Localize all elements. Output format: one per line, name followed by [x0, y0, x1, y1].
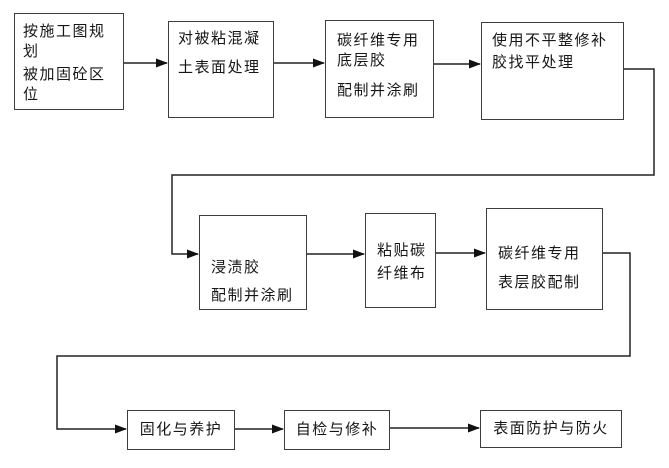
flow-box-label-line: 对被粘混凝 — [178, 30, 261, 47]
flow-box-label-line: 粘贴碳 — [377, 242, 427, 259]
flow-box-primer: 碳纤维专用 底层胶 配制并涂刷 — [325, 20, 434, 118]
flow-box-inspection: 自检与修补 — [284, 410, 390, 450]
flow-box-label-line: 胶找平处理 — [492, 54, 575, 71]
flow-box-surface-treatment: 对被粘混凝 土表面处理 — [168, 21, 274, 118]
flow-box-topcoat: 碳纤维专用 表层胶配制 — [486, 208, 603, 310]
flow-box-label-line: 浸渍胶 — [211, 259, 261, 276]
flow-box-impregnation: 浸渍胶 配制并涂刷 — [199, 215, 307, 310]
flow-box-label-line: 底层胶 — [337, 52, 387, 69]
connector-leveling-to-impregnation — [171, 68, 655, 259]
flow-box-paste-cfrp: 粘贴碳 纤维布 — [365, 213, 436, 308]
flow-box-label-line: 表面防护与防火 — [493, 420, 609, 437]
flow-box-label-line: 配制并涂刷 — [337, 82, 420, 99]
flow-box-label-line: 碳纤维专用 — [337, 32, 420, 49]
connector-topcoat-to-curing — [56, 252, 631, 434]
flow-box-label-line: 按施工图规划 — [23, 23, 106, 60]
flow-box-label-line: 自检与修补 — [295, 421, 379, 438]
flow-box-label-line: 配制并涂刷 — [211, 287, 294, 304]
flow-box-curing: 固化与养护 — [127, 410, 235, 450]
flow-box-label-line: 固化与养护 — [139, 421, 223, 438]
flow-box-label-line: 碳纤维专用 — [498, 245, 581, 262]
flow-box-plan-region: 按施工图规划 被加固砼区位 — [14, 13, 124, 110]
flow-box-fire-protection: 表面防护与防火 — [480, 410, 622, 448]
flow-box-label-line: 土表面处理 — [178, 59, 261, 76]
flow-box-label-line: 表层胶配制 — [498, 274, 581, 291]
flow-box-label-line: 使用不平整修补 — [492, 32, 608, 49]
flow-box-label-line: 纤维布 — [377, 265, 427, 282]
flow-box-label-line: 被加固砼区位 — [23, 66, 106, 103]
flow-box-leveling: 使用不平整修补 胶找平处理 — [481, 22, 624, 120]
